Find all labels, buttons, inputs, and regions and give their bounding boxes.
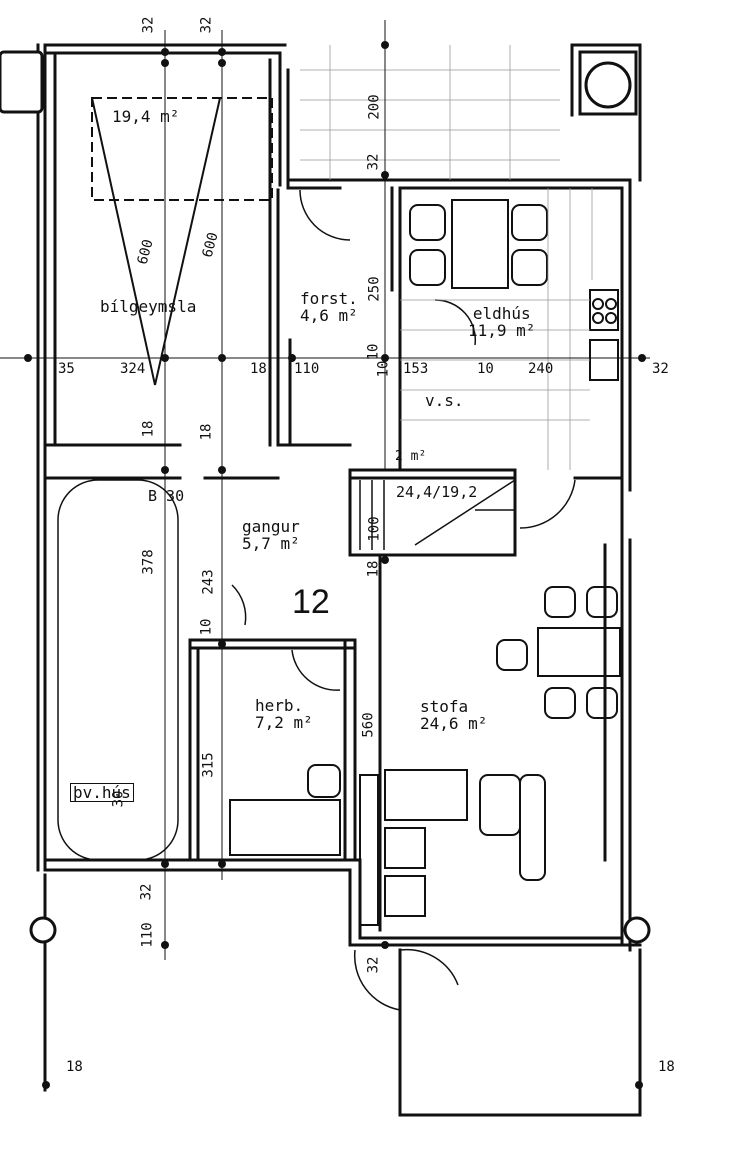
room-name: stofa bbox=[420, 697, 469, 716]
room-area: 11,9 m² bbox=[468, 321, 536, 340]
dimension-label: 18 bbox=[198, 423, 215, 441]
room-name: v.s. bbox=[425, 391, 464, 410]
room-herb: herb. 7,2 m² bbox=[255, 697, 313, 731]
dimension-label: 10 bbox=[375, 360, 392, 378]
dimension-label: 32 bbox=[198, 16, 215, 34]
dimension-label: 10 bbox=[198, 618, 215, 636]
room-gangur: gangur 5,7 m² bbox=[242, 518, 300, 552]
dimension-label: 18 bbox=[658, 1059, 675, 1075]
room-name: herb. bbox=[255, 696, 304, 715]
dimension-label: 18 bbox=[140, 420, 157, 438]
dimension-label: 378 bbox=[140, 549, 157, 575]
dimension-label: 35 bbox=[58, 361, 75, 377]
room-forst: forst. 4,6 m² bbox=[300, 290, 358, 324]
dimension-label: 110 bbox=[139, 922, 156, 948]
dimension-label: 10 bbox=[365, 343, 382, 361]
room-vs: v.s. bbox=[425, 392, 464, 409]
dimension-label: 30 bbox=[110, 790, 127, 808]
stair-label: 24,4/19,2 bbox=[396, 483, 478, 501]
room-thvhus: þv.hús bbox=[70, 783, 134, 802]
dimension-label: 240 bbox=[528, 361, 554, 377]
dimension-label: 32 bbox=[138, 883, 155, 901]
dimension-label: 32 bbox=[365, 956, 382, 974]
room-name: gangur bbox=[242, 517, 300, 536]
dimension-label: 32 bbox=[140, 16, 157, 34]
dimension-label: 32 bbox=[652, 361, 669, 377]
dimension-label: 560 bbox=[360, 712, 377, 738]
room-name: bílgeymsla bbox=[100, 297, 197, 316]
room-bilgeymsla-area: 19,4 m² bbox=[112, 107, 180, 126]
unit-number: 12 bbox=[292, 583, 330, 621]
dimension-label: 18 bbox=[250, 361, 267, 377]
room-area: 7,2 m² bbox=[255, 713, 313, 732]
dimension-label: 250 bbox=[366, 276, 383, 302]
column-label: B 30 bbox=[148, 487, 185, 505]
dimension-label: 324 bbox=[120, 361, 146, 377]
room-eldhus: eldhús 11,9 m² bbox=[468, 305, 535, 339]
room-stofa: stofa 24,6 m² bbox=[420, 698, 487, 732]
room-name: forst. bbox=[300, 289, 358, 308]
room-area: 5,7 m² bbox=[242, 534, 300, 553]
room-name: eldhús bbox=[472, 304, 531, 323]
room-bilgeymsla: bílgeymsla bbox=[100, 298, 196, 315]
dimension-label: 18 bbox=[365, 560, 382, 578]
dimension-label: 200 bbox=[366, 94, 383, 120]
dimension-label: 243 bbox=[200, 569, 217, 595]
dimension-label: 10 bbox=[477, 361, 494, 377]
dimension-label: 18 bbox=[66, 1059, 83, 1075]
dimension-label: 100 bbox=[366, 516, 383, 542]
dimension-label: 315 bbox=[200, 752, 217, 778]
room-area: 24,6 m² bbox=[420, 714, 488, 733]
dimension-label: 110 bbox=[294, 361, 320, 377]
dimension-label: 153 bbox=[403, 361, 429, 377]
dimension-label: 32 bbox=[365, 153, 382, 171]
room-area: 4,6 m² bbox=[300, 306, 358, 325]
room-name: þv.hús bbox=[73, 783, 131, 802]
room-vs-area: 2 m² bbox=[395, 449, 427, 464]
